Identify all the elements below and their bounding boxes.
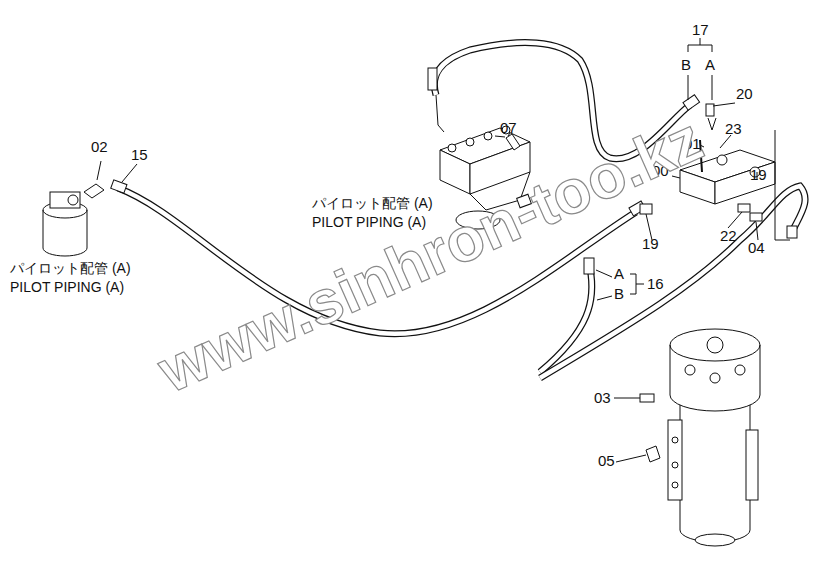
callout-number: 17 bbox=[692, 22, 709, 37]
callout-number: 19 bbox=[642, 236, 659, 251]
callout-number: 22 bbox=[720, 228, 737, 243]
callout-number: 07 bbox=[500, 120, 517, 135]
port-letter: A bbox=[614, 266, 624, 281]
callout-number: 15 bbox=[131, 147, 148, 162]
port-letter: B bbox=[681, 57, 691, 72]
piping-note: PILOT PIPING (A) bbox=[312, 215, 426, 229]
callout-number: 05 bbox=[598, 453, 615, 468]
callout-number: 19 bbox=[750, 167, 767, 182]
callout-number: 16 bbox=[647, 276, 664, 291]
piping-note: PILOT PIPING (A) bbox=[10, 280, 124, 294]
callout-number: 04 bbox=[748, 240, 765, 255]
port-letter: B bbox=[614, 286, 624, 301]
watermark: www.sinhron-too.kz bbox=[149, 107, 710, 402]
callout-number: 03 bbox=[594, 390, 611, 405]
piping-note-jp: パイロット配管 (A) bbox=[10, 261, 131, 275]
piping-note-jp: パイロット配管 (A) bbox=[312, 196, 433, 210]
port-letter: A bbox=[705, 57, 715, 72]
callout-number: 23 bbox=[725, 121, 742, 136]
callout-number: 02 bbox=[91, 139, 108, 154]
callout-number: 20 bbox=[736, 86, 753, 101]
